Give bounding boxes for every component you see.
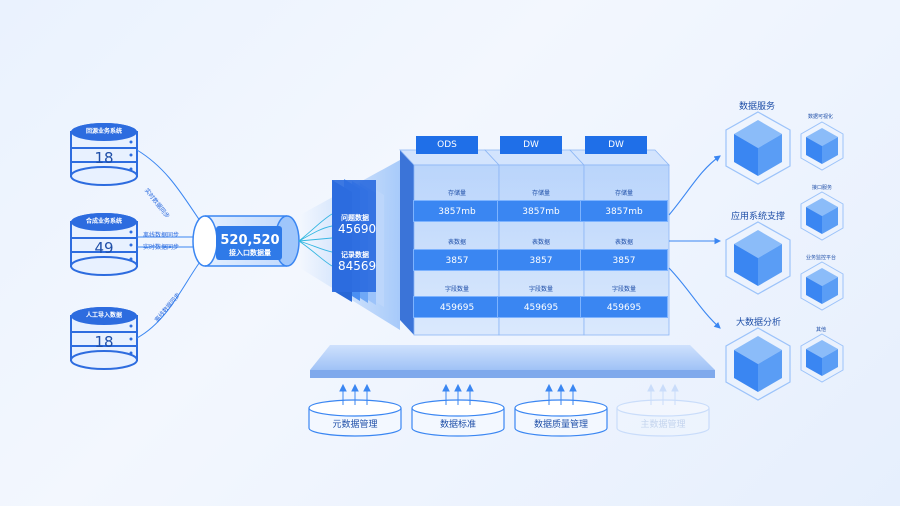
service-hex-large-2 <box>725 221 791 295</box>
storage-ods-cell-1-label: 存储量 <box>447 190 466 197</box>
stat-stack-shape <box>332 179 384 307</box>
source-db-3-count: 18 <box>94 333 114 351</box>
service-data-title[interactable]: 数据服务 <box>739 102 776 112</box>
storage-ods-cell-2-label: 表数据 <box>447 239 466 246</box>
source-db-2-count: 49 <box>94 239 114 257</box>
module-disc-4 <box>616 383 710 437</box>
service-small-3-title[interactable]: 业务监控平台 <box>806 255 837 261</box>
service-hex-small-2 <box>800 191 844 241</box>
module-standard-label[interactable]: 数据标准 <box>439 420 476 430</box>
module-disc-1 <box>308 383 402 437</box>
source-db-3-label: 人工导入数据 <box>85 312 122 319</box>
source-db-1-shape <box>70 123 138 186</box>
storage-dw1-cell-3-value: 459695 <box>497 296 585 318</box>
service-app-support-title[interactable]: 应用系统支撑 <box>731 212 786 222</box>
service-small-4-title[interactable]: 其他 <box>816 327 827 333</box>
storage-dw2-cell-1-value: 3857mb <box>580 200 668 222</box>
storage-ods-cell-2-value: 3857 <box>413 249 501 271</box>
source-db-2[interactable]: 合成业务系统 49 <box>69 212 139 274</box>
flow-label-mid-2: 实时数据同步 <box>143 244 180 251</box>
stat-problem-label: 问题数据 <box>341 214 369 222</box>
storage-tab-dw-1[interactable]: DW <box>500 136 562 154</box>
source-db-1-count: 18 <box>94 149 114 167</box>
module-disc-2 <box>411 383 505 437</box>
output-arrows <box>668 155 722 329</box>
storage-dw2-cell-3-value: 459695 <box>580 296 668 318</box>
module-disc-3 <box>514 383 608 437</box>
stat-record-label: 记录数据 <box>341 251 369 259</box>
storage-dw1-cell-1-label: 存储量 <box>531 190 550 197</box>
stat-problem-value: 45690 <box>338 222 377 236</box>
storage-platform <box>310 150 715 378</box>
flow-label-mid-1: 离线数据同步 <box>143 232 180 239</box>
storage-dw1-cell-2-value: 3857 <box>497 249 585 271</box>
storage-ods-cell-1-value: 3857mb <box>413 200 501 222</box>
module-quality-label[interactable]: 数据质量管理 <box>533 420 588 430</box>
ingest-label: 接入口数据量 <box>229 249 271 257</box>
source-db-1[interactable]: 回源业务系统 18 <box>69 122 139 184</box>
storage-dw1-cell-3-label: 字段数量 <box>528 286 553 293</box>
stat-record-value: 84569 <box>338 259 377 273</box>
storage-dw2-cell-3-label: 字段数量 <box>611 286 636 293</box>
service-hex-small-3 <box>800 261 844 311</box>
service-hex-large-3 <box>725 327 791 401</box>
module-metadata-label[interactable]: 元数据管理 <box>332 420 378 430</box>
storage-tab-dw-2[interactable]: DW <box>585 136 647 154</box>
service-bigdata-title[interactable]: 大数据分析 <box>736 318 782 328</box>
storage-dw2-cell-2-value: 3857 <box>580 249 668 271</box>
source-db-2-label: 合成业务系统 <box>85 218 122 225</box>
module-masterdata-label[interactable]: 主数据管理 <box>640 420 686 430</box>
ingest-cylinder-shape <box>192 215 300 267</box>
storage-dw1-cell-2-label: 表数据 <box>531 239 550 246</box>
storage-dw1-cell-1-value: 3857mb <box>497 200 585 222</box>
service-small-2-title[interactable]: 接口服务 <box>812 185 833 191</box>
source-db-3[interactable]: 人工导入数据 18 <box>69 306 139 368</box>
storage-ods-cell-3-label: 字段数量 <box>444 286 469 293</box>
service-hex-small-1 <box>800 121 844 171</box>
source-db-2-shape <box>70 213 138 276</box>
storage-dw2-cell-2-label: 表数据 <box>614 239 633 246</box>
source-db-1-label: 回源业务系统 <box>85 128 122 135</box>
storage-ods-cell-3-value: 459695 <box>413 296 501 318</box>
storage-tab-ods[interactable]: ODS <box>416 136 478 154</box>
ingest-value: 520,520 <box>220 233 280 248</box>
storage-dw2-cell-1-label: 存储量 <box>614 190 633 197</box>
service-small-1-title[interactable]: 数据可视化 <box>808 114 834 120</box>
service-hex-large-1 <box>725 111 791 185</box>
source-db-3-shape <box>70 307 138 370</box>
service-hex-small-4 <box>800 333 844 383</box>
